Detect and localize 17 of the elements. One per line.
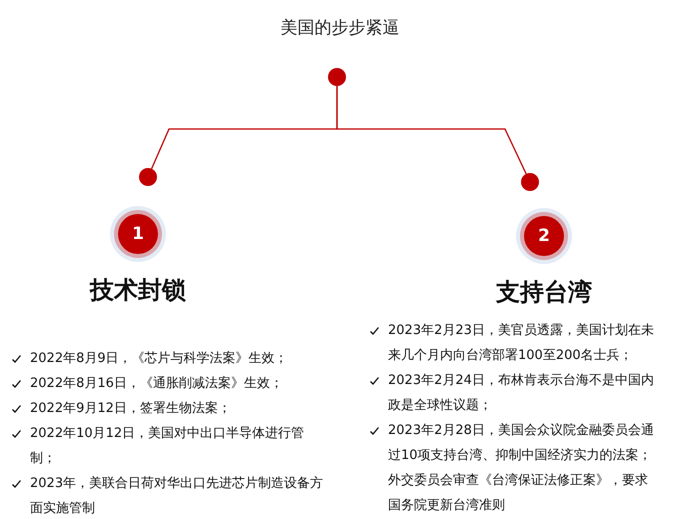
section-heading: 技术封锁 bbox=[88, 275, 187, 306]
bullet-text: 2023年，美联合日荷对华出口先进芯片制造设备方面实施管制 bbox=[30, 476, 324, 516]
bullet-text: 2022年9月12日，签署生物法案； bbox=[30, 401, 231, 416]
junction-dot bbox=[328, 68, 346, 86]
bullet-text: 2023年2月28日，美国会众议院金融委员会通过10项支持台湾、抑制中国经济实力的法案；外交委员会审查《台湾保证法修正案》，要求国务院更新台湾准则 bbox=[388, 423, 654, 513]
section-heading: 支持台湾 bbox=[494, 277, 593, 308]
bullet-text: 2022年8月16日，《通胀削减法案》生效； bbox=[30, 376, 283, 391]
diagram-title: 美国的步步紧逼 bbox=[280, 17, 400, 39]
junction-dot bbox=[139, 168, 157, 186]
number-badge: 1 bbox=[118, 214, 158, 254]
bullet-text: 2022年8月9日，《芯片与科学法案》生效； bbox=[30, 351, 288, 366]
bullet-text: 2023年2月23日，美官员透露，美国计划在未来几个月内向台湾部署100至200名士兵； bbox=[388, 323, 654, 363]
number-badge: 2 bbox=[524, 216, 564, 256]
bullet-text: 2022年10月12日，美国对中出口半导体进行管制； bbox=[30, 426, 304, 466]
connector-line bbox=[336, 86, 527, 174]
junction-dot bbox=[521, 173, 539, 191]
bullet-text: 2023年2月24日，布林肯表示台海不是中国内政是全球性议题； bbox=[388, 373, 654, 413]
